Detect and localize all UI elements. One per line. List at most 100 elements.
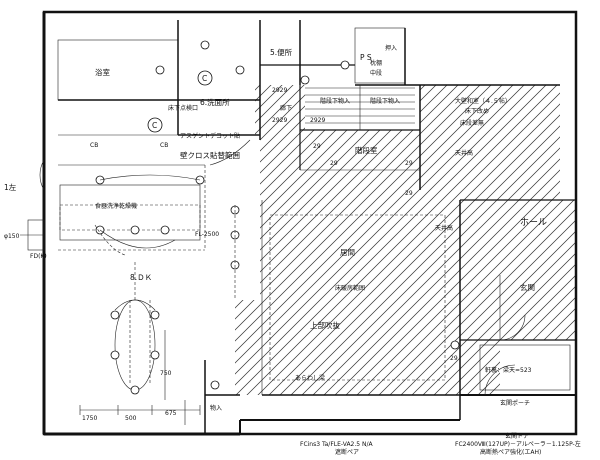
hatch-line (0, 0, 4, 460)
hatch-line (235, 85, 544, 395)
japanese-note: 床下改め (465, 107, 489, 115)
fd-label: FD(K) (30, 253, 47, 260)
ceiling-high-2: 天井高 (435, 224, 453, 232)
hatch-line (357, 85, 575, 395)
hatch-line (235, 85, 533, 395)
hatch-line (368, 85, 575, 395)
dimension-value: 2929 (310, 117, 325, 124)
hatch-line (235, 85, 575, 395)
dimension-value: 29 (450, 355, 458, 362)
hatch-line (379, 85, 575, 395)
hatch-line (0, 0, 37, 460)
ceiling-light-icon (130, 225, 140, 235)
dining-table (59, 184, 201, 391)
hatch-line (0, 0, 15, 460)
exposed-beam: あらわし梁 (295, 374, 325, 382)
storage-bottom: 物入 (210, 404, 222, 412)
ceiling-light-icon (110, 310, 120, 320)
hatch-line (258, 85, 575, 395)
dimension-value: 29 (330, 160, 338, 167)
room-corridor: 廊下 (280, 104, 292, 112)
ceiling-devices: CC (95, 40, 460, 395)
ceiling-light-icon (155, 65, 165, 75)
hatch-line (235, 85, 575, 395)
outlet-c-icon (147, 117, 163, 133)
wall-cross-range: 壁クロス貼替範囲 (180, 150, 240, 160)
outlet-c-icon (197, 70, 213, 86)
hatch-line (235, 85, 478, 395)
dimension-lines (79, 330, 201, 425)
entrance-porch: 玄関ポーチ (500, 399, 530, 407)
hatch-line (522, 85, 575, 395)
hatch-line (0, 0, 48, 460)
hatch-line (401, 85, 575, 395)
left-door (20, 159, 45, 251)
hatch-line (235, 85, 500, 395)
hatch-line (280, 85, 575, 395)
cb-1: CB (90, 142, 98, 149)
room-dk: 8.ＤＫ (130, 273, 152, 282)
hatch-line (235, 85, 575, 395)
ceiling-fan: FL-2500 (195, 231, 219, 238)
hatch-line (0, 0, 59, 460)
cb-2: CB (160, 142, 168, 149)
hatch-line (302, 85, 575, 395)
ceiling-light-icon (300, 75, 310, 85)
hatch-line (291, 85, 575, 395)
dimension-value: 2929 (272, 117, 287, 124)
dimension-value: 750 (160, 370, 172, 377)
hatch-line (235, 85, 575, 395)
ceiling-light-icon (130, 385, 140, 395)
hatch-line (0, 0, 26, 460)
hatch-line (0, 0, 70, 460)
room-stair-storage-2: 階段下物入 (370, 97, 400, 105)
ceiling-light-icon (340, 60, 350, 70)
hatch-line (566, 85, 575, 395)
hatch-line (235, 85, 575, 395)
entrance-door-label: 玄関ドア (505, 432, 529, 440)
door-note: 軒裏：梁天=523 (485, 366, 532, 374)
hatch-line (235, 85, 511, 395)
hatch-line (335, 85, 575, 395)
hatch-line (235, 85, 575, 395)
dishwasher: 食器洗浄乾燥機 (95, 202, 137, 210)
hatch-line (511, 85, 575, 395)
window-spec-1: FCins3 Ta/FLE-VA2.5 N/A (300, 441, 374, 448)
room-entrance: 玄関 (520, 282, 535, 292)
closet-mid-shelf: 中段 (370, 69, 382, 77)
door-spec-2: 高断熱ペア強化(エAH) (480, 448, 541, 456)
hatch-line (500, 85, 575, 395)
dimension-value: 1750 (82, 415, 97, 422)
ceiling-high-1: 天井高 (455, 149, 473, 157)
room-ps: P S (360, 53, 372, 62)
room-labels: 浴室 5.便所 押入 P S 枕棚 中段 6.洗面所 床下点検口 階段下物入 階… (4, 44, 547, 412)
room-stair-storage-1: 階段下物入 (320, 97, 350, 105)
hatch-line (467, 85, 575, 395)
spec-texts: 玄関ドア FC2400Ⅷ(127UP)－アルペーラ－1.125P-左 高断熱ペア… (300, 432, 581, 456)
hatch-line (578, 0, 600, 460)
hatch-line (589, 0, 600, 460)
room-stair: 階段室 (355, 145, 378, 155)
stairs (305, 87, 415, 124)
hatch-line (269, 85, 575, 395)
dimension-value: 29 (313, 143, 321, 150)
hatch-line (544, 85, 575, 395)
hatch-line (489, 85, 575, 395)
hatch-line (235, 85, 522, 395)
dimension-value: 29 (405, 190, 413, 197)
room-washroom: 6.洗面所 (200, 97, 230, 107)
ceiling-light-icon (110, 350, 120, 360)
room-bath: 浴室 (95, 67, 110, 77)
hatch-line (247, 85, 575, 395)
left-label: 1左 (4, 182, 17, 192)
hatch-line (235, 85, 575, 395)
ceiling-light-icon (200, 40, 210, 50)
room-toilet: 5.便所 (270, 47, 293, 57)
window-spec-2: 遮断ペア (335, 448, 359, 456)
outlet-c-letter: C (202, 74, 207, 83)
dimension-value: 2929 (272, 87, 287, 94)
hatch-line (313, 85, 575, 395)
hatch-line (346, 85, 575, 395)
ceiling-light-icon (210, 380, 220, 390)
